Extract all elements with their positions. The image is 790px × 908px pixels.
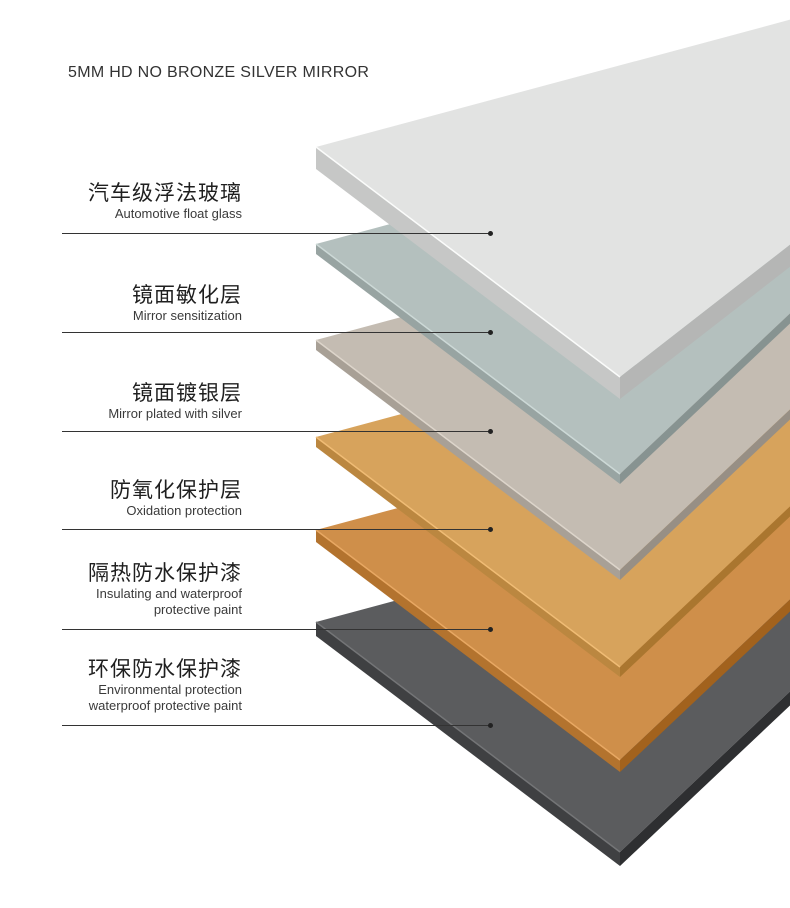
leader-dot <box>488 527 493 532</box>
layer-name-en: protective paint <box>153 602 242 617</box>
slab-front-edge <box>316 622 620 866</box>
layer-name-en: Mirror plated with silver <box>108 406 242 421</box>
leader-dot <box>488 429 493 434</box>
slab-front-edge <box>316 244 620 484</box>
leader-dot <box>488 723 493 728</box>
slab-top-face <box>316 19 790 377</box>
leader-line <box>62 431 490 432</box>
slab-highlight <box>315 621 621 853</box>
leader-line <box>62 629 490 630</box>
slab-side-edge <box>620 599 790 772</box>
layer-name-zh: 环保防水保护漆 <box>88 657 242 681</box>
layer-name-en: waterproof protective paint <box>88 698 242 713</box>
layer-name-zh: 隔热防水保护漆 <box>88 561 242 585</box>
layer-name-en: Oxidation protection <box>126 503 242 518</box>
product-title: 5MM HD NO BRONZE SILVER MIRROR <box>68 64 370 81</box>
leader-line <box>62 233 490 234</box>
slab-side-edge <box>620 506 790 677</box>
slab-highlight <box>315 243 621 475</box>
layer-name-en: Environmental protection <box>98 682 242 697</box>
slab-front-edge <box>316 340 620 580</box>
layer-name-en: Insulating and waterproof <box>96 586 242 601</box>
layer-label-sensitization: 镜面敏化层 Mirror sensitization <box>132 282 242 324</box>
slab-side-edge <box>620 691 790 866</box>
slab-highlight <box>315 436 621 668</box>
slab-side-edge <box>620 313 790 484</box>
layer-label-silver-plating: 镜面镀银层 Mirror plated with silver <box>108 380 242 422</box>
slab-highlight <box>315 529 621 761</box>
layer-name-zh: 镜面敏化层 <box>132 283 242 307</box>
leader-dot <box>488 627 493 632</box>
leader-line <box>62 529 490 530</box>
layer-name-zh: 防氧化保护层 <box>110 478 242 502</box>
slab-highlight <box>315 339 621 571</box>
slab-front-edge <box>316 530 620 772</box>
slab-side-edge <box>620 244 790 399</box>
slab-side-edge <box>620 409 790 580</box>
slab-front-edge <box>316 437 620 677</box>
slab-front-edge <box>316 147 620 399</box>
layer-name-zh: 汽车级浮法玻璃 <box>88 181 242 205</box>
layer-label-float-glass: 汽车级浮法玻璃 Automotive float glass <box>88 180 242 222</box>
leader-dot <box>488 330 493 335</box>
leader-dot <box>488 231 493 236</box>
float-glass-slab <box>315 19 790 399</box>
leader-line <box>62 332 490 333</box>
slab-highlight <box>315 146 621 378</box>
layer-label-insulating-paint: 隔热防水保护漆 Insulating and waterproof protec… <box>88 560 242 618</box>
layer-name-zh: 镜面镀银层 <box>132 381 242 405</box>
layer-label-oxidation: 防氧化保护层 Oxidation protection <box>110 477 242 519</box>
layer-name-en: Automotive float glass <box>114 206 242 221</box>
leader-line <box>62 725 490 726</box>
layer-label-eco-paint: 环保防水保护漆 Environmental protection waterpr… <box>88 656 242 714</box>
layer-name-en: Mirror sensitization <box>132 308 242 323</box>
